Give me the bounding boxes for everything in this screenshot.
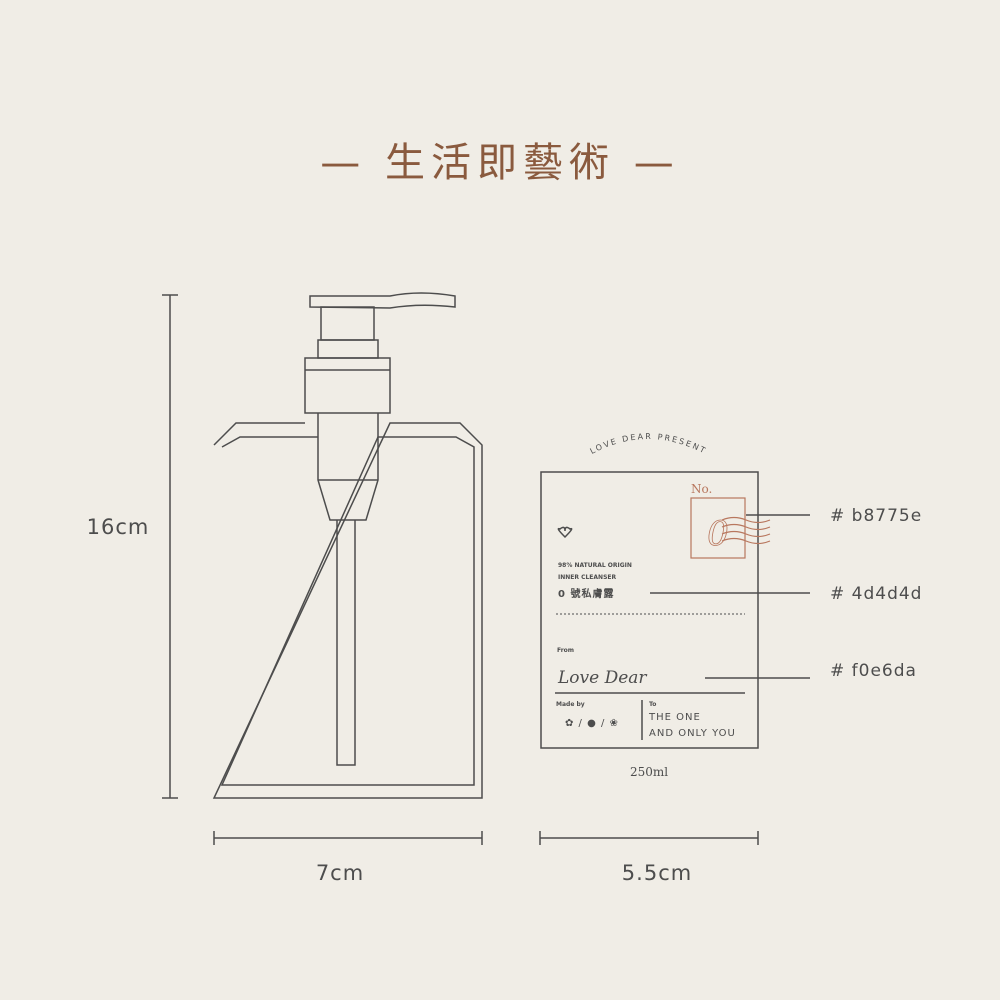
height-label: 16cm	[87, 515, 150, 539]
to-label: To	[649, 701, 656, 708]
volume: 250ml	[630, 765, 668, 779]
to-line-2: AND ONLY YOU	[649, 728, 736, 739]
label-width-label: 5.5cm	[622, 861, 692, 885]
bottle-drawing	[212, 292, 483, 799]
swatch-label-cream: # f0e6da	[830, 661, 917, 681]
product-name: 0 號私膚露	[558, 587, 614, 600]
swatch-label-gray: # 4d4d4d	[830, 584, 922, 604]
stamp-box	[690, 497, 746, 559]
heart-icon	[557, 526, 573, 539]
product-type-text: INNER CLEANSER	[558, 574, 616, 581]
swatch-label-copper: # b8775e	[830, 506, 922, 526]
stamp-number: 0	[707, 514, 729, 554]
signature: Love Dear	[557, 668, 647, 688]
bottle-width-dimension: 7cm	[213, 831, 483, 885]
from-label: From	[557, 647, 574, 654]
label-arc-text: LOVE DEAR PRESENT	[589, 432, 709, 456]
product-label: LOVE DEAR PRESENT No. 0 98% NATURAL ORIG…	[540, 432, 771, 779]
height-dimension: 16cm	[87, 294, 178, 799]
made-by-icons: ✿ / ● / ❀	[565, 718, 619, 729]
origin-text: 98% NATURAL ORIGIN	[558, 562, 632, 569]
page-title: — 生活即藝術 —	[320, 140, 679, 186]
made-by-label: Made by	[556, 701, 585, 708]
bottle-width-label: 7cm	[316, 861, 364, 885]
swatch-callouts: # b8775e # 4d4d4d # f0e6da	[650, 506, 922, 681]
to-line-1: THE ONE	[648, 712, 701, 723]
stamp-no: No.	[691, 482, 712, 496]
postmark-waves	[721, 516, 771, 545]
label-width-dimension: 5.5cm	[539, 831, 759, 885]
